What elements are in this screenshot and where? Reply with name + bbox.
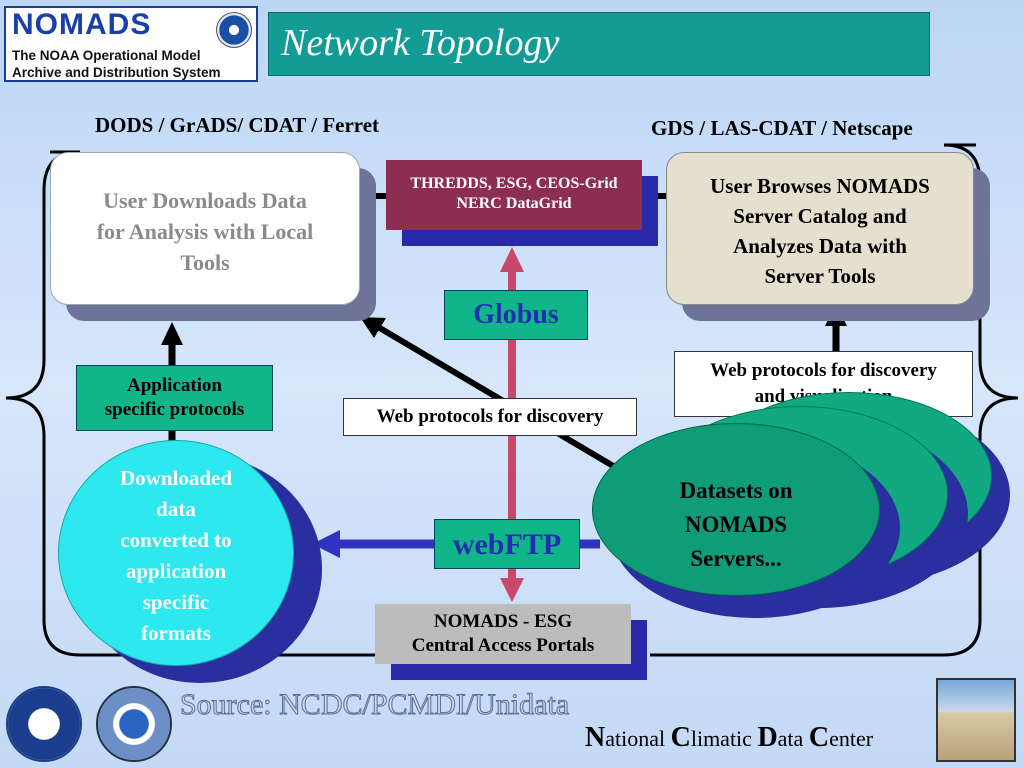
portals-line1: NOMADS - ESG	[433, 611, 573, 632]
thredds-line1: THREDDS, ESG, CEOS-Grid	[410, 175, 618, 192]
webftp-label: webFTP	[452, 528, 562, 561]
ncdc-letter-n: N	[585, 722, 606, 753]
application-protocols-box: Application specific protocols	[76, 365, 273, 431]
nomads-logo: NOMADS The NOAA Operational Model Archiv…	[4, 6, 258, 82]
downloaded-data-ellipse: Downloaded data converted to application…	[58, 440, 294, 666]
downloaded-line6: formats	[141, 621, 211, 645]
page-title: Network Topology	[281, 22, 560, 64]
central-access-portals-box: NOMADS - ESG Central Access Portals	[375, 604, 631, 664]
datasets-line3: Servers...	[690, 546, 782, 571]
noaa-seal-icon	[96, 686, 172, 762]
logo-title: NOMADS	[12, 8, 152, 41]
datasets-line2: NOMADS	[684, 512, 788, 537]
user-browses-line1: User Browses NOMADS	[710, 174, 930, 198]
downloaded-line5: specific	[142, 590, 210, 614]
datasets-line1: Datasets on	[679, 478, 793, 503]
web-disc-vis-line1: Web protocols for discovery	[710, 360, 937, 381]
thredds-box: THREDDS, ESG, CEOS-Grid NERC DataGrid	[386, 160, 642, 230]
source-credit: Source: NCDC/PCMDI/Unidata	[179, 688, 570, 722]
department-of-commerce-seal-icon	[6, 686, 82, 762]
ncdc-word-enter: enter	[829, 726, 874, 751]
noaa-seal-icon	[216, 12, 252, 48]
thredds-line2: NERC DataGrid	[456, 195, 572, 212]
user-browses-box: User Browses NOMADS Server Catalog and A…	[666, 152, 974, 305]
user-browses-line2: Server Catalog and	[733, 204, 907, 228]
user-downloads-line2: for Analysis with Local	[96, 219, 314, 244]
diagonal-arrowhead	[360, 317, 386, 338]
user-browses-line4: Server Tools	[764, 264, 876, 288]
app-proto-line2: specific protocols	[104, 399, 245, 420]
ncdc-word-ational: ational	[605, 726, 671, 751]
blue-arrowhead	[312, 530, 340, 558]
webftp-box: webFTP	[434, 519, 580, 569]
downloaded-line1: Downloaded	[119, 466, 233, 490]
right-brace	[943, 143, 1019, 657]
app-proto-line1: Application	[126, 375, 223, 396]
left-brace	[5, 150, 81, 657]
pink-arrowhead-up	[500, 247, 524, 272]
user-downloads-line1: User Downloads Data	[103, 188, 307, 213]
right-header: GDS / LAS-CDAT / Netscape	[651, 116, 913, 140]
user-browses-line3: Analyzes Data with	[733, 234, 907, 258]
ncdc-label: National Climatic Data Center	[585, 722, 873, 754]
arrowhead-user-browses	[825, 303, 847, 326]
web-protocols-discovery-box: Web protocols for discovery	[343, 398, 637, 436]
logo-subtitle-line1: The NOAA Operational Model	[12, 48, 201, 63]
datasets-ellipse: Datasets on NOMADS Servers...	[592, 423, 880, 596]
pink-arrowhead-down	[500, 578, 524, 602]
ncdc-building-photo	[936, 678, 1016, 762]
title-banner: Network Topology	[268, 12, 930, 76]
user-downloads-box: User Downloads Data for Analysis with Lo…	[50, 152, 360, 305]
ncdc-letter-d: D	[757, 722, 778, 753]
ncdc-letter-c2: C	[808, 722, 830, 753]
user-downloads-line3: Tools	[180, 250, 230, 275]
ncdc-word-limatic: limatic	[690, 726, 758, 751]
downloaded-line2: data	[156, 497, 196, 521]
left-header: DODS / GrADS/ CDAT / Ferret	[95, 113, 380, 137]
arrowhead-user-downloads	[161, 322, 183, 345]
globus-box: Globus	[444, 290, 588, 340]
downloaded-line4: application	[125, 559, 227, 583]
globus-label: Globus	[473, 299, 559, 330]
downloaded-line3: converted to	[120, 528, 232, 552]
logo-subtitle-line2: Archive and Distribution System	[12, 65, 221, 80]
ncdc-letter-c1: C	[670, 722, 691, 753]
portals-line2: Central Access Portals	[411, 635, 595, 656]
ncdc-word-ata: ata	[777, 726, 809, 751]
